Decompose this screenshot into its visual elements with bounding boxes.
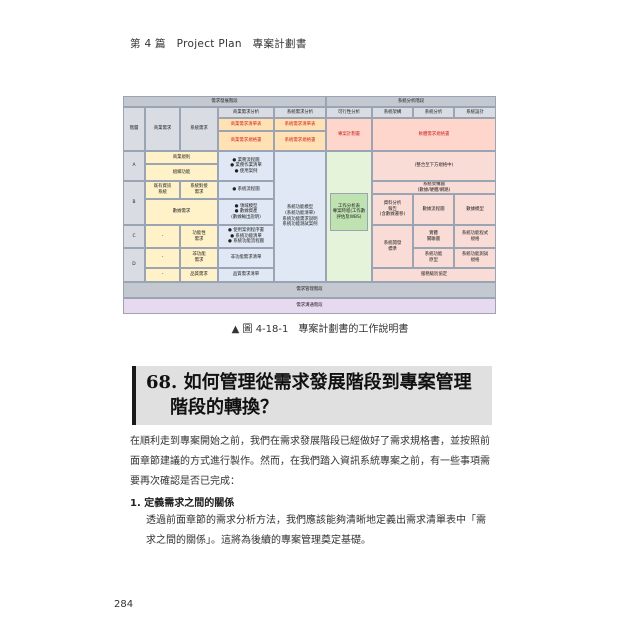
business-rules: 商業規則 xyxy=(145,151,218,164)
question-title: 68. 如何管理從需求發展階段到專案管理 階段的轉換？ xyxy=(146,370,472,420)
service-level-agreement: 服務級別協定 xyxy=(372,268,496,282)
running-header: 第 4 篇 Project Plan 專案計劃書 xyxy=(130,38,307,50)
page-number: 284 xyxy=(114,599,134,610)
col-system-analysis-2: 系統分析 xyxy=(413,107,454,118)
system-function-prototype: 系統功能 原型 xyxy=(413,248,454,268)
use-case-detail: ● 使用案例程序書 ● 系統功能清單 ● 系統功能流程圖 xyxy=(218,225,274,248)
figure-caption: ▲ 圖 4-18-1 專案計劃書的工作說明書 xyxy=(231,324,409,335)
domain-model: ● 領域模型 ● 數據資產 (數據輸出說明) xyxy=(218,199,274,225)
level-a: A xyxy=(123,151,145,181)
data-analysis-report: 資料分析 報告 (含數據遷移) xyxy=(372,194,413,225)
system-dev-standard: 系統開發 標準 xyxy=(372,225,413,268)
quality-req: 品質需求 xyxy=(180,268,218,282)
dash-d1: - xyxy=(145,248,180,268)
business-flow: ● 業務流程圖 ● 業務作業清單 ● 使用案例 xyxy=(218,151,274,181)
existing-info-system: 既有資訊 系統 xyxy=(145,181,180,199)
col-system-architecture: 系統架構 xyxy=(372,107,413,118)
work-statement-figure: 需求發展階段 系統分析階段 階層 商業需求 系統需求 商業需求分析 系統需求分析… xyxy=(123,96,496,314)
sys-req-list: 系統需求清單表 xyxy=(274,118,326,131)
stage-system-analysis: 系統分析階段 xyxy=(326,96,496,107)
functional-req: 功能性 需求 xyxy=(180,225,218,248)
req-management-stage: 需求管理階段 xyxy=(123,282,496,298)
col-system-analysis: 系統需求分析 xyxy=(274,107,326,118)
level-d: D xyxy=(123,248,145,282)
system-function-model: 系統功能模型 (系統功能清單) 系統功能需求說明 系統功能測試案例 xyxy=(274,151,326,282)
col-business-analysis: 商業需求分析 xyxy=(218,107,274,118)
data-flow-model: 數據流程圖 xyxy=(413,194,454,225)
quality-list: 品質需求清單 xyxy=(218,268,274,282)
level-b: B xyxy=(123,181,145,225)
nonfunctional: 非功能 需求 xyxy=(180,248,218,268)
project-plan-deliverable: 專案計劃書 xyxy=(326,118,372,151)
feasibility-column: 工作分析表 專案時程(工作數評估及WBS) xyxy=(326,151,372,282)
system-test-spec: 系統功能測試 規格 xyxy=(454,248,496,268)
entity-relation: 實體 關聯圖 xyxy=(413,225,454,248)
dash-d2: - xyxy=(145,268,180,282)
biz-req-list: 商業需求清單表 xyxy=(218,118,274,131)
data-requirements: 數據需求 xyxy=(145,199,218,225)
col-system-design: 系統設計 xyxy=(454,107,496,118)
wbs-box: 工作分析表 專案時程(工作數評估及WBS) xyxy=(330,193,368,231)
subheading-1: 1. 定義需求之間的關係 xyxy=(130,498,235,509)
level-c: C xyxy=(123,225,145,248)
sys-req-spec: 系統需求規格書 xyxy=(274,131,326,151)
dash-c: - xyxy=(145,225,180,248)
question-banner: 68. 如何管理從需求發展階段到專案管理 階段的轉換？ xyxy=(132,366,492,425)
body-paragraph-1: 在順利走到專案開始之前，我們在需求發展階段已經做好了需求規格書，並按照前面章節建… xyxy=(130,436,490,487)
system-flow: ● 系統流程圖 xyxy=(218,181,274,199)
col-level: 階層 xyxy=(123,107,145,151)
col-system-req: 系統需求 xyxy=(180,107,218,151)
stage-requirements: 需求發展階段 xyxy=(123,96,326,107)
system-architecture-model: 系統架構圖 (數據/硬體/網路) xyxy=(372,181,496,194)
col-feasibility: 可行性分析 xyxy=(326,107,372,118)
nonfunctional-list: 非功能需求清單 xyxy=(218,248,274,268)
org-function: 組織功能 xyxy=(145,164,218,181)
banner-accent xyxy=(132,366,136,425)
biz-req-spec: 商業需求規格書 xyxy=(218,131,274,151)
question-title-line1: 68. 如何管理從需求發展階段到專案管理 xyxy=(146,372,472,393)
data-model: 數據模型 xyxy=(454,194,496,225)
col-business-req: 商業需求 xyxy=(145,107,180,151)
system-interface-req: 系統對接 需求 xyxy=(180,181,218,199)
req-scale-note: (整合至下方規格中) xyxy=(372,151,496,181)
software-req-spec: 軟體需求規格書 xyxy=(372,118,496,151)
question-title-line2: 階段的轉換？ xyxy=(170,397,278,418)
body-paragraph-2: 透過前面章節的需求分析方法，我們應該能夠清晰地定義出需求清單表中「需求之間的關係… xyxy=(146,515,486,546)
req-communication-stage: 需求溝通階段 xyxy=(123,298,496,314)
system-function-spec: 系統功能程式 規格 xyxy=(454,225,496,248)
